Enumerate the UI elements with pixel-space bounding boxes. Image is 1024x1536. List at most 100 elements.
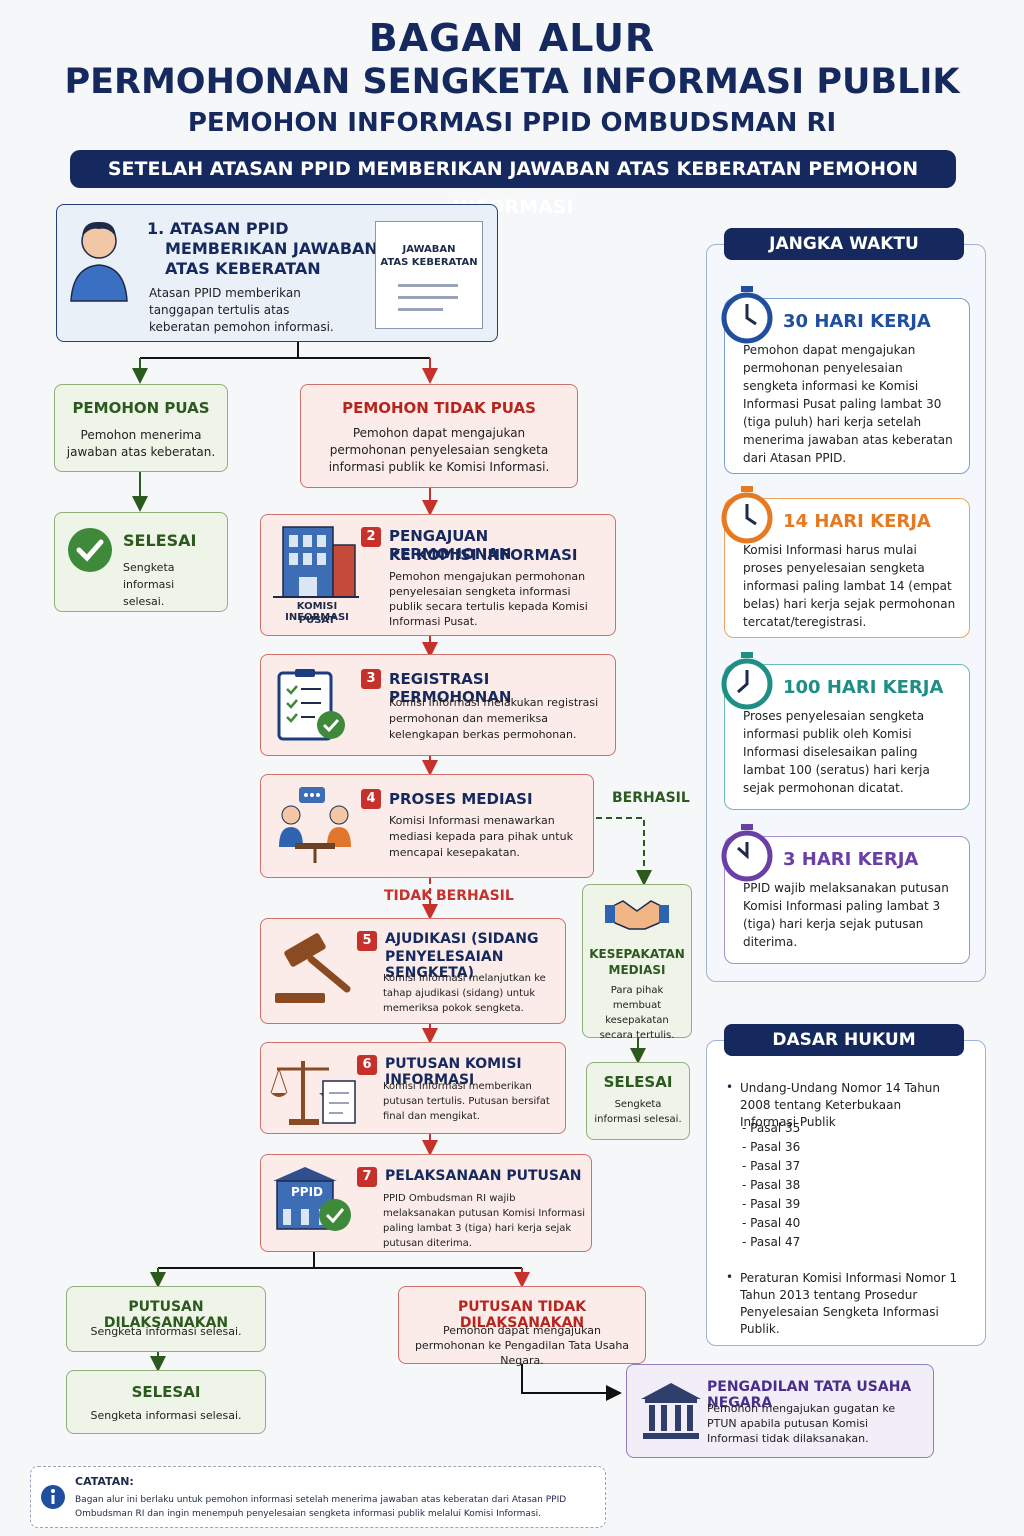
timeframe-100-label: 100 HARI KERJA — [783, 677, 944, 698]
law2-text: Peraturan Komisi Informasi Nomor 1 Tahun… — [740, 1271, 958, 1336]
selesai-left-card: SELESAI Sengketa informasi selesai. — [54, 512, 228, 612]
selesai-mid-card: SELESAI Sengketa informasi selesai. — [586, 1062, 690, 1140]
kesepakatan-mediasi-card: KESEPAKATAN MEDIASI Para pihak membuat k… — [582, 884, 692, 1041]
selesai-bottom-title: SELESAI — [131, 1383, 201, 1401]
selesai-bottom-card: SELESAI Sengketa informasi selesai. — [66, 1370, 266, 1434]
catatan-box: CATATAN: Bagan alur ini berlaku untuk pe… — [30, 1466, 606, 1528]
pasal-35: Pasal 35 — [750, 1121, 801, 1135]
pasal-37: Pasal 37 — [750, 1159, 801, 1173]
ppid-label: PPID — [290, 1185, 323, 1199]
timeframe-30-desc: Pemohon dapat mengajukan permohonan peny… — [743, 343, 953, 465]
timeframe-14-desc: Komisi Informasi harus mulai proses peny… — [743, 543, 956, 629]
step6-desc: Komisi Informasi memberikan putusan tert… — [383, 1081, 550, 1122]
pasal-47: Pasal 47 — [750, 1235, 801, 1249]
timeframe-3-label: 3 HARI KERJA — [783, 849, 919, 870]
pasal-item: - Pasal 38 — [742, 1178, 801, 1192]
step6-title: PUTUSAN KOMISI INFORMASI — [385, 1056, 522, 1088]
tidak-berhasil-label: BERHASIL — [436, 888, 514, 904]
person-icon — [70, 221, 128, 302]
step7-number-badge: 7 — [357, 1167, 377, 1187]
step3-number-badge: 3 — [361, 669, 381, 689]
putusan-dilaksanakan-card: PUTUSAN DILAKSANAKAN Sengketa informasi … — [66, 1286, 266, 1352]
step2-icon-label-line1: KOMISI INFORMASI — [285, 601, 349, 623]
law1-bullet: • — [726, 1080, 734, 1094]
jangka-waktu-heading: JANGKA WAKTU — [724, 228, 964, 260]
dasar-hukum-heading: DASAR HUKUM — [724, 1024, 964, 1056]
courthouse-icon — [641, 1383, 701, 1439]
step3-card: 3 REGISTRASI PERMOHONAN Komisi Informasi… — [260, 654, 616, 756]
page-title-line2: PERMOHONAN SENGKETA INFORMASI PUBLIK — [64, 62, 960, 102]
step2-title-line1: PENGAJUAN PERMOHONAN — [389, 527, 512, 563]
stopwatch-icon-14 — [721, 486, 773, 544]
putusan-dilaksanakan-title: PUTUSAN DILAKSANAKAN — [103, 1299, 229, 1331]
putusan-tidak-dilaksanakan-desc: Pemohon dapat mengajukan permohonan ke P… — [414, 1324, 630, 1367]
timeframe-30-label: 30 HARI KERJA — [783, 311, 931, 332]
pasal-39: Pasal 39 — [750, 1197, 801, 1211]
gavel-icon — [275, 933, 351, 1003]
stopwatch-icon-3 — [721, 824, 773, 882]
step3-desc: Komisi Informasi melakukan registrasi pe… — [389, 696, 599, 741]
pasal-item: - Pasal 39 — [742, 1197, 801, 1211]
dasar-hukum-panel — [706, 1040, 986, 1346]
tidak-label: TIDAK — [384, 888, 433, 904]
doc-line — [398, 284, 458, 287]
scales-icon — [270, 1061, 356, 1125]
pasal-item: - Pasal 37 — [742, 1159, 801, 1173]
selesai-bottom-desc: Sengketa informasi selesai. — [90, 1409, 242, 1422]
document-icon: JAWABAN ATAS KEBERATAN — [375, 221, 483, 329]
step2-desc: Pemohon mengajukan permohonan penyelesai… — [389, 570, 588, 628]
page-subtitle: PEMOHON INFORMASI PPID OMBUDSMAN RI — [187, 108, 837, 138]
ptun-card: PENGADILAN TATA USAHA NEGARA Pemohon men… — [626, 1364, 934, 1458]
timeframe-14: 14 HARI KERJA Komisi Informasi harus mul… — [724, 498, 970, 638]
law2-bullet: • — [726, 1270, 734, 1284]
step7-title: PELAKSANAAN PUTUSAN — [385, 1168, 582, 1184]
step4-title: PROSES MEDIASI — [389, 790, 533, 808]
selesai-mid-desc: Sengketa informasi selesai. — [594, 1099, 682, 1125]
step1-desc: Atasan PPID memberikan tanggapan tertuli… — [149, 286, 334, 334]
step7-desc: PPID Ombudsman RI wajib melaksanakan put… — [383, 1193, 586, 1249]
putusan-tidak-dilaksanakan-title: PUTUSAN TIDAK DILAKSANAKAN — [457, 1299, 587, 1331]
kesepakatan-desc: Para pihak membuat kesepakatan secara te… — [599, 985, 675, 1041]
handshake-icon — [605, 900, 669, 930]
context-banner: SETELAH ATASAN PPID MEMBERIKAN JAWABAN A… — [70, 150, 956, 218]
berhasil-label: BERHASIL — [612, 790, 690, 806]
pemohon-puas-desc: Pemohon menerima jawaban atas keberatan. — [66, 428, 216, 459]
pemohon-tidak-puas-card: PEMOHON TIDAK PUAS Pemohon dapat mengaju… — [300, 384, 578, 488]
step4-card: 4 PROSES MEDIASI Komisi Informasi menawa… — [260, 774, 594, 878]
building-icon — [273, 526, 359, 598]
law1-text: Undang-Undang Nomor 14 Tahun 2008 tentan… — [740, 1081, 941, 1129]
step5-card: 5 AJUDIKASI (SIDANG PENYELESAIAN SENGKET… — [260, 918, 566, 1024]
step1-title-line3: ATAS KEBERATAN — [165, 259, 321, 278]
ppid-building-icon — [273, 1167, 351, 1231]
kesepakatan-title-line1: KESEPAKATAN — [589, 947, 685, 961]
step5-number-badge: 5 — [357, 931, 377, 951]
kesepakatan-title-line2: MEDIASI — [608, 963, 666, 977]
pemohon-tidak-puas-desc: Pemohon dapat mengajukan permohonan peny… — [328, 426, 550, 474]
step4-desc: Komisi Informasi menawarkan mediasi kepa… — [389, 814, 573, 859]
ptun-desc: Pemohon mengajukan gugatan ke PTUN apabi… — [707, 1402, 896, 1445]
clipboard-check-icon — [277, 669, 345, 741]
step2-title-line2: KE KOMISI INFORMASI — [389, 546, 578, 564]
pasal-item: - Pasal 35 — [742, 1121, 801, 1135]
step2-number-badge: 2 — [361, 527, 381, 547]
stopwatch-icon-30 — [721, 286, 773, 344]
putusan-dilaksanakan-desc: Sengketa informasi selesai. — [90, 1325, 242, 1338]
step5-title-line2: PENYELESAIAN SENGKETA) — [385, 949, 504, 981]
timeframe-100-desc: Proses penyelesaian sengketa informasi p… — [743, 709, 930, 795]
doc-label-line2: ATAS KEBERATAN — [380, 257, 478, 268]
selesai-left-title: SELESAI — [123, 531, 197, 550]
pemohon-puas-card: PEMOHON PUAS Pemohon menerima jawaban at… — [54, 384, 228, 472]
pasal-item: - Pasal 36 — [742, 1140, 801, 1154]
page-title: BAGAN ALUR — [368, 16, 656, 60]
pemohon-tidak-puas-title: PEMOHON TIDAK PUAS — [342, 399, 536, 417]
step5-title-line1: AJUDIKASI (SIDANG — [385, 931, 539, 947]
pasal-40: Pasal 40 — [750, 1216, 801, 1230]
catatan-text: Bagan alur ini berlaku untuk pemohon inf… — [75, 1495, 567, 1519]
step5-desc: Komisi Informasi melanjutkan ke tahap aj… — [383, 973, 546, 1014]
step6-number-badge: 6 — [357, 1055, 377, 1075]
pasal-36: Pasal 36 — [750, 1140, 801, 1154]
step2-card: KOMISI INFORMASI PUSAT 2 PENGAJUAN PERMO… — [260, 514, 616, 636]
step1-title-line1: 1. ATASAN PPID — [147, 219, 289, 238]
putusan-tidak-dilaksanakan-card: PUTUSAN TIDAK DILAKSANAKAN Pemohon dapat… — [398, 1286, 646, 1367]
